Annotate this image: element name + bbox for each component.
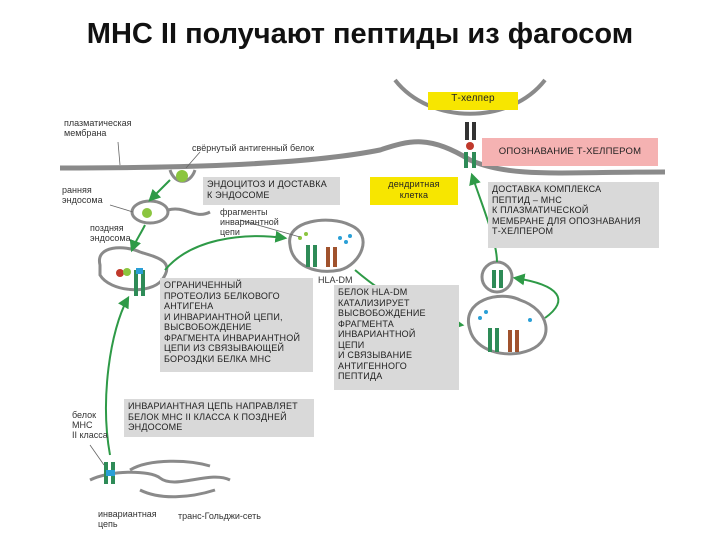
t-cell-receptor-icon	[464, 122, 476, 168]
invariant-chain-label: инвариантная цепь	[98, 509, 157, 529]
t-helper-membrane	[393, 78, 547, 116]
invariant-directs-box: ИНВАРИАНТНАЯ ЦЕПЬ НАПРАВЛЯЕТ БЕЛОК МНС I…	[124, 399, 314, 437]
arrow-from-golgi	[105, 295, 130, 456]
late-endosome-icon	[98, 246, 169, 296]
arrow-to-hla-dm-compartment	[164, 230, 288, 271]
page-title: МНС II получают пептиды из фагосом	[86, 18, 634, 50]
hla-dm-action-box: БЕЛОК HLA-DM КАТАЛИЗИРУЕТ ВЫСВОБОЖДЕНИЕ …	[334, 285, 459, 390]
endocytosis-box: ЭНДОЦИТОЗ И ДОСТАВКА К ЭНДОСОМЕ	[203, 177, 340, 205]
t-helper-label: Т-хелпер	[428, 92, 518, 110]
late-endosome-label: поздняя эндосома	[90, 223, 131, 243]
early-endosome-label: ранняя эндосома	[62, 185, 103, 205]
folded-protein-label: свёрнутый антигенный белок	[192, 143, 315, 153]
mhc-protein-label: белок МНС II класса	[72, 410, 108, 440]
arrow-to-early-endosome	[148, 179, 171, 202]
trans-golgi-icon	[89, 459, 231, 499]
arrow-to-membrane	[469, 172, 498, 263]
peptide-loading-compartment-icon	[466, 294, 548, 356]
arrow-to-late-endosome	[129, 224, 146, 253]
proteolysis-box: ОГРАНИЧЕННЫЙ ПРОТЕОЛИЗ БЕЛКОВОГО АНТИГЕН…	[160, 278, 313, 372]
plasma-membrane-label: плазматическая мембрана	[64, 118, 132, 138]
dendritic-cell-label: дендритная клетка	[370, 177, 458, 205]
delivery-box: ДОСТАВКА КОМПЛЕКСА ПЕПТИД – МНС К ПЛАЗМА…	[488, 182, 659, 248]
hla-dm-compartment-icon	[288, 218, 365, 273]
plasma-membrane-line	[59, 139, 666, 176]
invariant-fragments-label: фрагменты инвариантной цепи	[220, 207, 279, 237]
trans-golgi-label: транс-Гольджи-сеть	[178, 511, 261, 521]
arrow-to-vesicle	[512, 273, 560, 319]
recognition-box: ОПОЗНАВАНИЕ Т-ХЕЛПЕРОМ	[482, 138, 658, 166]
early-endosome-icon	[130, 199, 211, 225]
exocytic-vesicle-icon	[480, 260, 514, 294]
hla-dm-label: HLA-DM	[318, 275, 353, 285]
folded-antigen-icon	[168, 169, 197, 183]
